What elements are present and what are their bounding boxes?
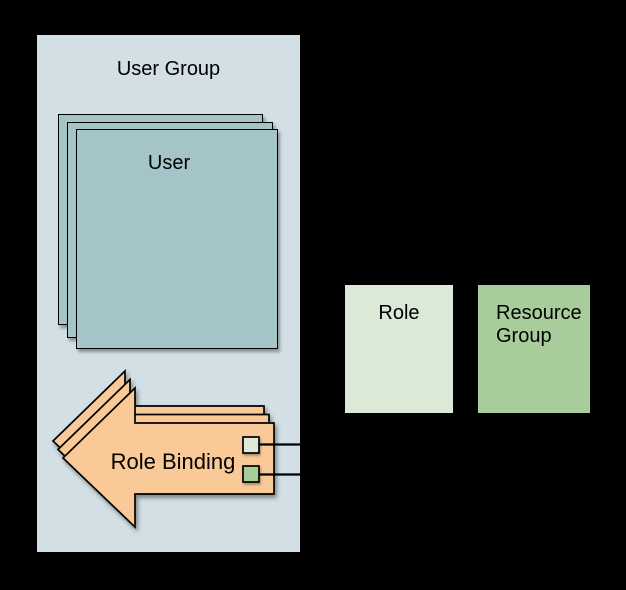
role-box: Role <box>345 285 453 413</box>
role-label: Role <box>378 302 420 324</box>
resource-group-label: Resource Group <box>496 302 582 347</box>
user-label: User <box>147 152 191 174</box>
role-binding-label: Role Binding <box>110 449 236 474</box>
resource-group-box: Resource Group <box>478 285 590 413</box>
user-group-label: User Group <box>116 58 221 80</box>
user-square-front: User <box>76 129 278 349</box>
